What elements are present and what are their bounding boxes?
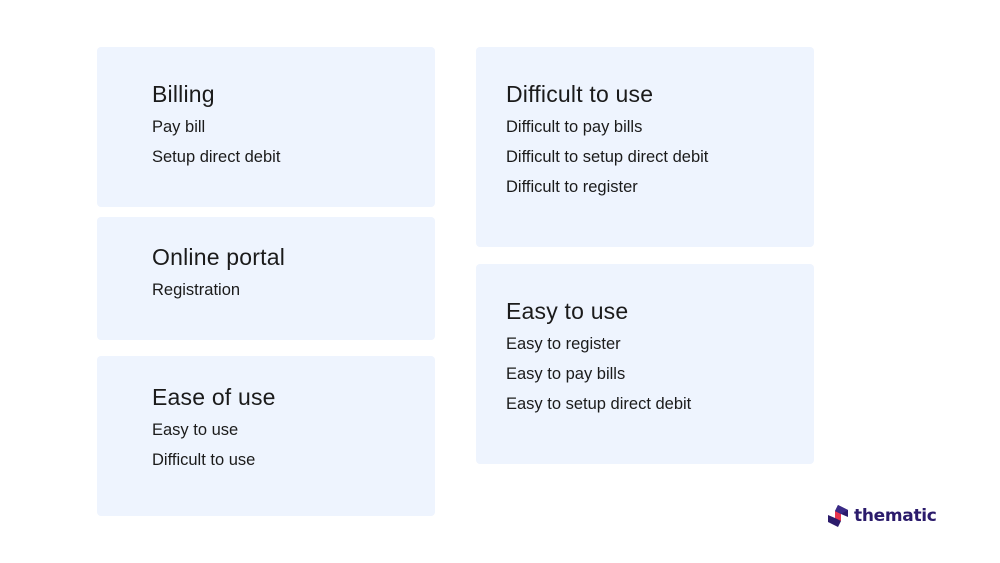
card-item-list: Easy to register Easy to pay bills Easy … xyxy=(506,329,691,419)
card-item-list: Difficult to pay bills Difficult to setu… xyxy=(506,112,708,202)
thematic-logo-icon xyxy=(827,504,849,528)
card-item-list: Registration xyxy=(152,275,240,305)
list-item: Easy to register xyxy=(506,335,621,353)
category-card-difficult-to-use: Difficult to use Difficult to pay bills … xyxy=(476,47,814,247)
card-item-list: Easy to use Difficult to use xyxy=(152,415,255,475)
thematic-logo: thematic xyxy=(827,503,937,529)
card-title: Ease of use xyxy=(152,384,276,410)
list-item: Difficult to setup direct debit xyxy=(506,148,709,166)
card-title: Online portal xyxy=(152,244,286,270)
list-item: Easy to use xyxy=(152,421,239,439)
list-item: Easy to pay bills xyxy=(506,365,626,383)
category-card-billing: Billing Pay bill Setup direct debit xyxy=(97,47,435,207)
card-title: Easy to use xyxy=(506,298,629,324)
card-title: Billing xyxy=(152,81,215,107)
list-item: Difficult to pay bills xyxy=(506,118,643,136)
category-card-online-portal: Online portal Registration xyxy=(97,217,435,340)
list-item: Setup direct debit xyxy=(152,148,281,166)
category-card-ease-of-use: Ease of use Easy to use Difficult to use xyxy=(97,356,435,516)
list-item: Pay bill xyxy=(152,118,206,136)
card-title: Difficult to use xyxy=(506,81,654,107)
list-item: Difficult to use xyxy=(152,451,256,469)
list-item: Registration xyxy=(152,281,241,299)
logo-wordmark: thematic xyxy=(854,506,937,526)
list-item: Difficult to register xyxy=(506,178,638,196)
category-card-easy-to-use: Easy to use Easy to register Easy to pay… xyxy=(476,264,814,464)
card-item-list: Pay bill Setup direct debit xyxy=(152,112,280,172)
list-item: Easy to setup direct debit xyxy=(506,395,692,413)
